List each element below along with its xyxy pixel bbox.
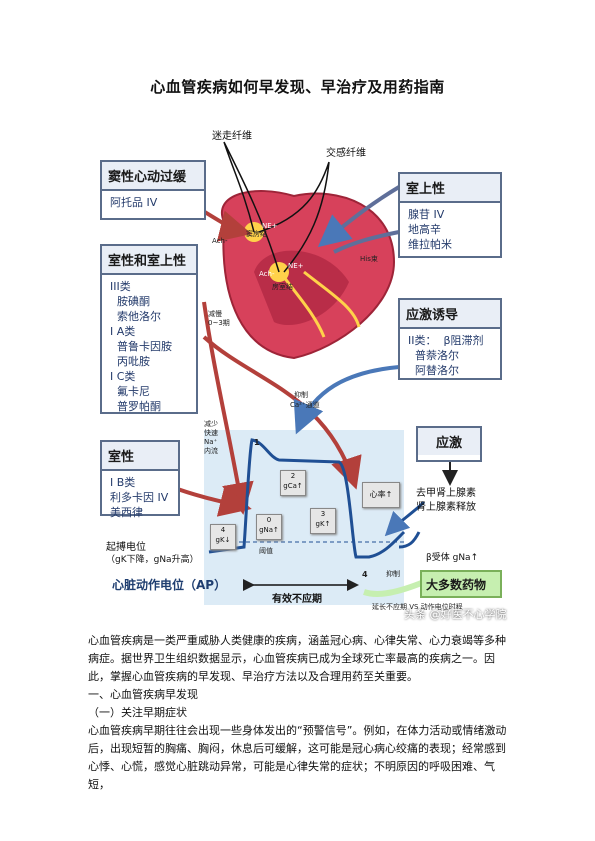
arrow-his (333, 230, 400, 254)
threshold-label: 阈值 (259, 547, 273, 555)
stress-effect-2: 肾上腺素释放 (416, 502, 476, 513)
stress-box: 应激 (416, 426, 482, 462)
refractory-label: 有效不应期 (272, 594, 322, 605)
phase-3-num: 3 (320, 510, 326, 518)
phase-2-num: 2 (290, 472, 296, 480)
sympathetic-nerve (258, 161, 330, 273)
ne-label-2: NE+ (288, 262, 304, 270)
figure: 迷走纤维 交感纤维 NE+ NE+ Ach- Ach- 窦房结 房室结 His束… (94, 122, 504, 622)
extend-label: 延长不应期 VS 动作电位时程 (372, 603, 463, 611)
phase-2-text: gCa↑ (283, 482, 303, 490)
phase-3-text: gK↑ (315, 520, 331, 528)
ap-background (204, 430, 404, 605)
box-stress-body: II类： β阻滞剂 普萘洛尔 阿替洛尔 (408, 334, 484, 377)
most-drugs-box: 大多数药物 (420, 570, 502, 598)
arrow-beta (398, 531, 421, 549)
ach-label-1: Ach- (212, 237, 228, 245)
phase-0-chip: 0 gNa↑ (256, 514, 282, 540)
article-body: 心血管疾病是一类严重威胁人类健康的疾病，涵盖冠心病、心律失常、心力衰竭等多种病症… (88, 632, 508, 794)
pacing-label-2: （gK下降，gNa升高） (106, 555, 199, 565)
ne-label-1: NE+ (262, 222, 278, 230)
his-label: His束 (360, 255, 378, 263)
box-stress-induced: 应激诱导 II类： β阻滞剂 普萘洛尔 阿替洛尔 (398, 298, 502, 380)
box-ventricular-supraventricular: 室性和室上性 III类 胺碘酮 索他洛尔 I A类 普鲁卡因胺 丙吡胺 I C类… (100, 244, 198, 414)
inhibit-label: 抑制 (386, 570, 400, 578)
phase-4-num: 4 (220, 526, 226, 534)
box-vsupra-title: 室性和室上性 (102, 246, 196, 275)
phase-4-label: 4 (362, 570, 368, 579)
box-vent-title: 室性 (102, 442, 178, 471)
arrow-vsupra-2 (202, 335, 362, 490)
reduce-na-label: 减少 快速 Na⁺ 内流 (204, 420, 218, 455)
most-drugs-label: 大多数药物 (426, 578, 487, 592)
box-supraventricular: 室上性 腺苷 IV 地高辛 维拉帕米 (398, 172, 502, 258)
beta-receptor-label: β受体 gNa↑ (426, 553, 479, 563)
ap-curve (208, 438, 406, 559)
arrow-most (363, 579, 426, 597)
box-vsupra-body: III类 胺碘酮 索他洛尔 I A类 普鲁卡因胺 丙吡胺 I C类 氟卡尼 普罗… (110, 280, 172, 413)
box-sinus-title: 窦性心动过缓 (102, 162, 204, 191)
slow-label: 减慢 0~3期 (208, 310, 230, 327)
phase-2-chip: 2 gCa↑ (280, 470, 306, 496)
phase-3-chip: 3 gK↑ (310, 508, 336, 534)
heart-rate-chip: 心率↑ (362, 482, 400, 508)
sa-node-label: 窦房结 (246, 230, 267, 238)
av-node-label: 房室结 (272, 283, 293, 291)
phase-0-num: 0 (266, 516, 272, 524)
vagus-label: 迷走纤维 (212, 131, 252, 142)
phase-1-label: 1 (254, 438, 260, 447)
box-ventricular: 室性 I B类 利多卡因 IV 美西律 (100, 440, 180, 519)
ach-label-2: Ach- (259, 270, 275, 278)
arrow-supra (317, 185, 401, 248)
ap-label: 心脏动作电位（AP） (112, 578, 227, 592)
pacing-label-1: 起搏电位 (106, 542, 146, 553)
inhibit-ca-label: 抑制 (294, 391, 308, 399)
phase-4-text: gK↓ (215, 536, 231, 544)
arrow-hr (384, 500, 426, 537)
paragraph-symptoms: 心血管疾病早期往往会出现一些身体发出的“预警信号”。例如，在体力活动或情绪激动后… (88, 724, 507, 791)
page-title: 心血管疾病如何早发现、早治疗及用药指南 (150, 78, 445, 96)
phase-0-text: gNa↑ (259, 526, 279, 534)
subsection-heading: （一）关注早期症状 (88, 706, 187, 719)
box-supra-body: 腺苷 IV 地高辛 维拉帕米 (408, 208, 452, 251)
ca-channel-label: Ca²⁺通道 (290, 401, 320, 409)
box-vent-body: I B类 利多卡因 IV 美西律 (110, 476, 169, 519)
section-heading: 一、心血管疾病早发现 (88, 688, 198, 701)
stress-label: 应激 (418, 428, 480, 455)
arrow-stress (293, 365, 400, 435)
sympathetic-label: 交感纤维 (326, 148, 366, 159)
box-stress-title: 应激诱导 (400, 300, 500, 329)
watermark: 头条 @好医不心学院 (404, 608, 507, 621)
phase-4-chip: 4 gK↓ (210, 524, 236, 550)
stress-effect-1: 去甲肾上腺素 (416, 488, 476, 499)
paragraph-intro: 心血管疾病是一类严重威胁人类健康的疾病，涵盖冠心病、心律失常、心力衰竭等多种病症… (88, 634, 506, 683)
box-sinus-body: 阿托品 IV (110, 196, 158, 209)
box-sinus-bradycardia: 窦性心动过缓 阿托品 IV (100, 160, 206, 220)
box-supra-title: 室上性 (400, 174, 500, 203)
arrow-vsupra-1 (202, 301, 254, 515)
